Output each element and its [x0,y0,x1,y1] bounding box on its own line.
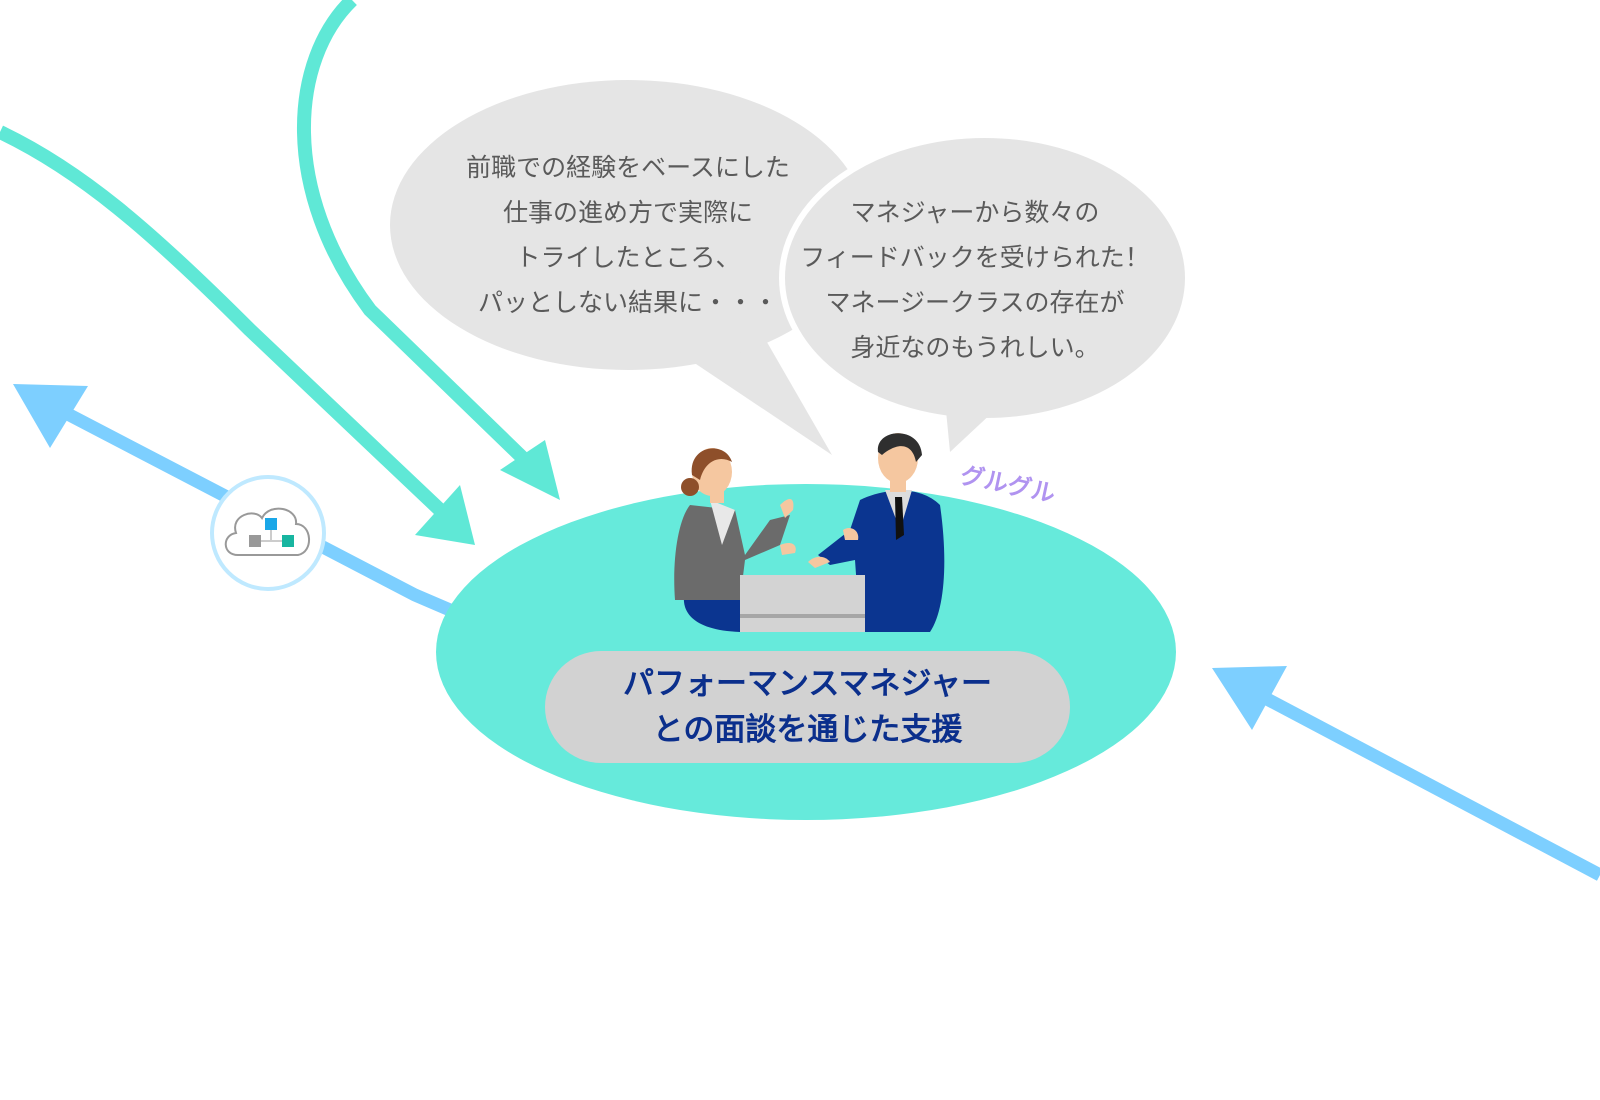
speech-line: フィードバックを受けられた！ [800,243,1150,272]
center-label: パフォーマンスマネジャー との面談を通じた支援 [545,651,1070,763]
blue-arrow-left [56,404,453,616]
cloud-network-icon [210,475,326,591]
blue-arrowhead-left [13,384,88,448]
speech-bubble-left [390,80,866,455]
blue-arrow-right [1246,684,1600,881]
speech-line: マネジャーから数々の [850,198,1100,227]
speech-line: マネージークラスの存在が [825,288,1125,317]
speech-text-right: マネジャーから数々の フィードバックを受けられた！ マネージークラスの存在が 身… [775,190,1175,370]
speech-bubble-right [779,132,1191,452]
speech-line: トライしたところ、 [515,243,741,272]
blue-arrowhead-right [1212,666,1287,730]
desk [740,575,865,632]
center-label-line1: パフォーマンスマネジャー [623,666,992,702]
speech-line: パッとしない結果に・・・ [477,288,778,317]
center-label-line2: との面談を通じた支援 [652,712,963,748]
teal-arrow-left [0,125,445,516]
speech-text-left: 前職での経験をベースにした 仕事の進め方で実際に トライしたところ、 パッとしな… [408,145,848,325]
man-figure [808,433,945,632]
teal-arrowhead-left [415,485,475,545]
speech-line: 前職での経験をベースにした [466,153,790,182]
teal-arrow-top [297,0,535,471]
speech-line: 身近なのもうれしい。 [850,333,1100,362]
speech-line: 仕事の進め方で実際に [502,198,753,227]
teal-arrowhead-top [500,440,560,500]
